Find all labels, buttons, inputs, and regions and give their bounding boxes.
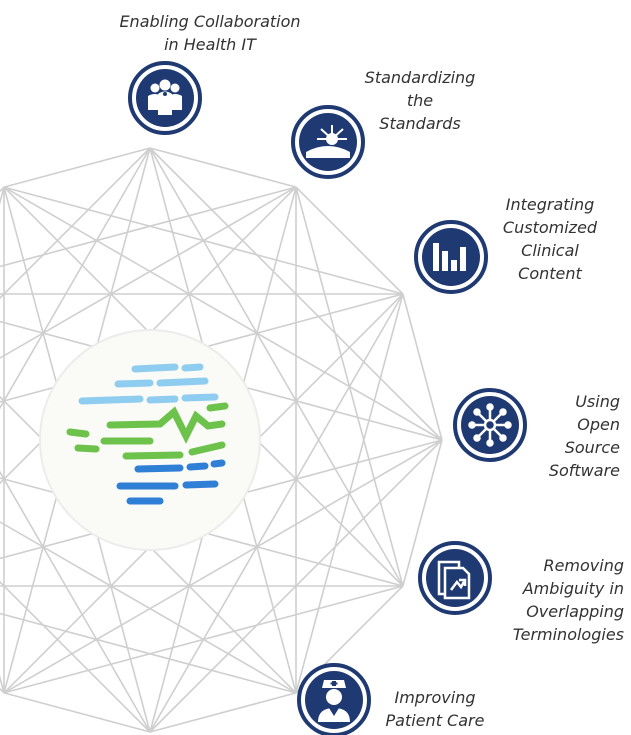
- mesh-line: [3, 439, 443, 694]
- nurse-icon: [318, 680, 350, 722]
- bar-chart-icon: [433, 243, 466, 271]
- documents-icon: [437, 560, 471, 600]
- nurse-badge: [297, 663, 371, 735]
- mesh-line: [295, 186, 404, 295]
- mesh-line: [149, 147, 404, 587]
- mesh-line: [0, 186, 297, 268]
- pillar-label-terminologies: Removing Ambiguity in Overlapping Termin…: [512, 556, 624, 644]
- sunrise-icon: [306, 125, 350, 158]
- mesh-line: [149, 147, 297, 188]
- people-group-badge: [128, 61, 202, 135]
- globe-logo: [39, 329, 261, 551]
- mesh-line: [0, 186, 297, 359]
- pillar-label-clinical-content: Integrating Customized Clinical Content: [502, 195, 598, 283]
- connection-mesh: [0, 147, 443, 733]
- mesh-line: [3, 147, 151, 188]
- pillar-label-standards: Standardizing the Standards: [364, 68, 476, 133]
- mesh-line: [149, 293, 404, 733]
- mesh-line: [402, 439, 443, 587]
- pillar-label-collaboration: Enabling Collaboration in Health IT: [119, 12, 301, 54]
- bar-chart-badge: [414, 220, 488, 294]
- mesh-line: [0, 612, 297, 694]
- pillar-label-patient-care: Improving Patient Care: [385, 688, 485, 730]
- network-hub-badge: [453, 388, 527, 462]
- mesh-line: [0, 521, 297, 694]
- mesh-line: [3, 692, 151, 733]
- people-group-icon: [148, 79, 182, 115]
- mesh-line: [3, 186, 443, 441]
- pillar-label-open-source: Using Open Source Software: [548, 392, 620, 480]
- mesh-line: [149, 692, 297, 733]
- mesh-line: [402, 293, 443, 441]
- mesh-line: [0, 470, 151, 733]
- sunrise-badge: [291, 105, 365, 179]
- mesh-line: [0, 147, 151, 410]
- documents-badge: [418, 541, 492, 615]
- network-hub-icon: [468, 403, 512, 447]
